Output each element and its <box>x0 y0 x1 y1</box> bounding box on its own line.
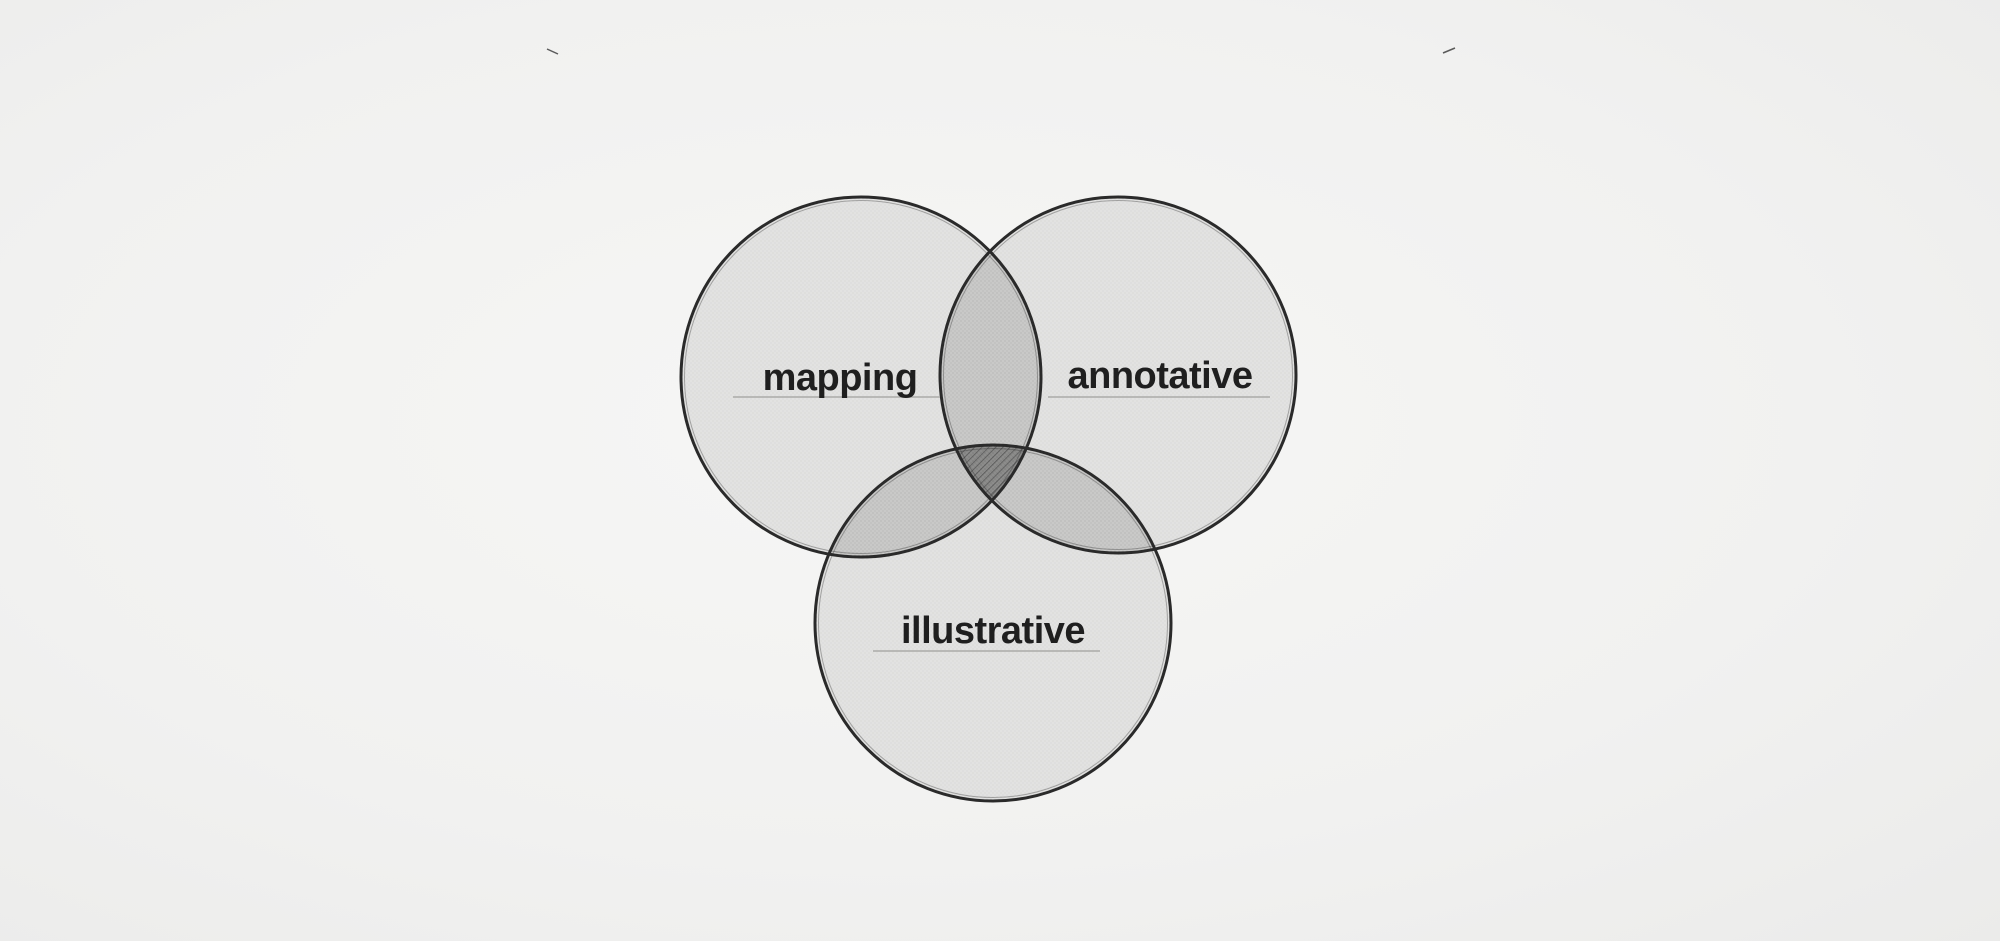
annotative-label: annotative <box>1067 355 1252 397</box>
set-labels: mapping annotative illustrative <box>763 355 1253 652</box>
mapping-label: mapping <box>763 357 918 399</box>
illustrative-label: illustrative <box>901 610 1085 652</box>
paper-specks <box>546 47 1456 55</box>
circle-outlines <box>679 195 1298 803</box>
paper-texture <box>681 197 1296 801</box>
illustrative-circle-outline <box>813 443 1173 803</box>
annotative-circle-outline <box>938 195 1298 555</box>
label-underlines <box>733 396 1270 652</box>
mapping-circle-outline <box>679 195 1043 559</box>
